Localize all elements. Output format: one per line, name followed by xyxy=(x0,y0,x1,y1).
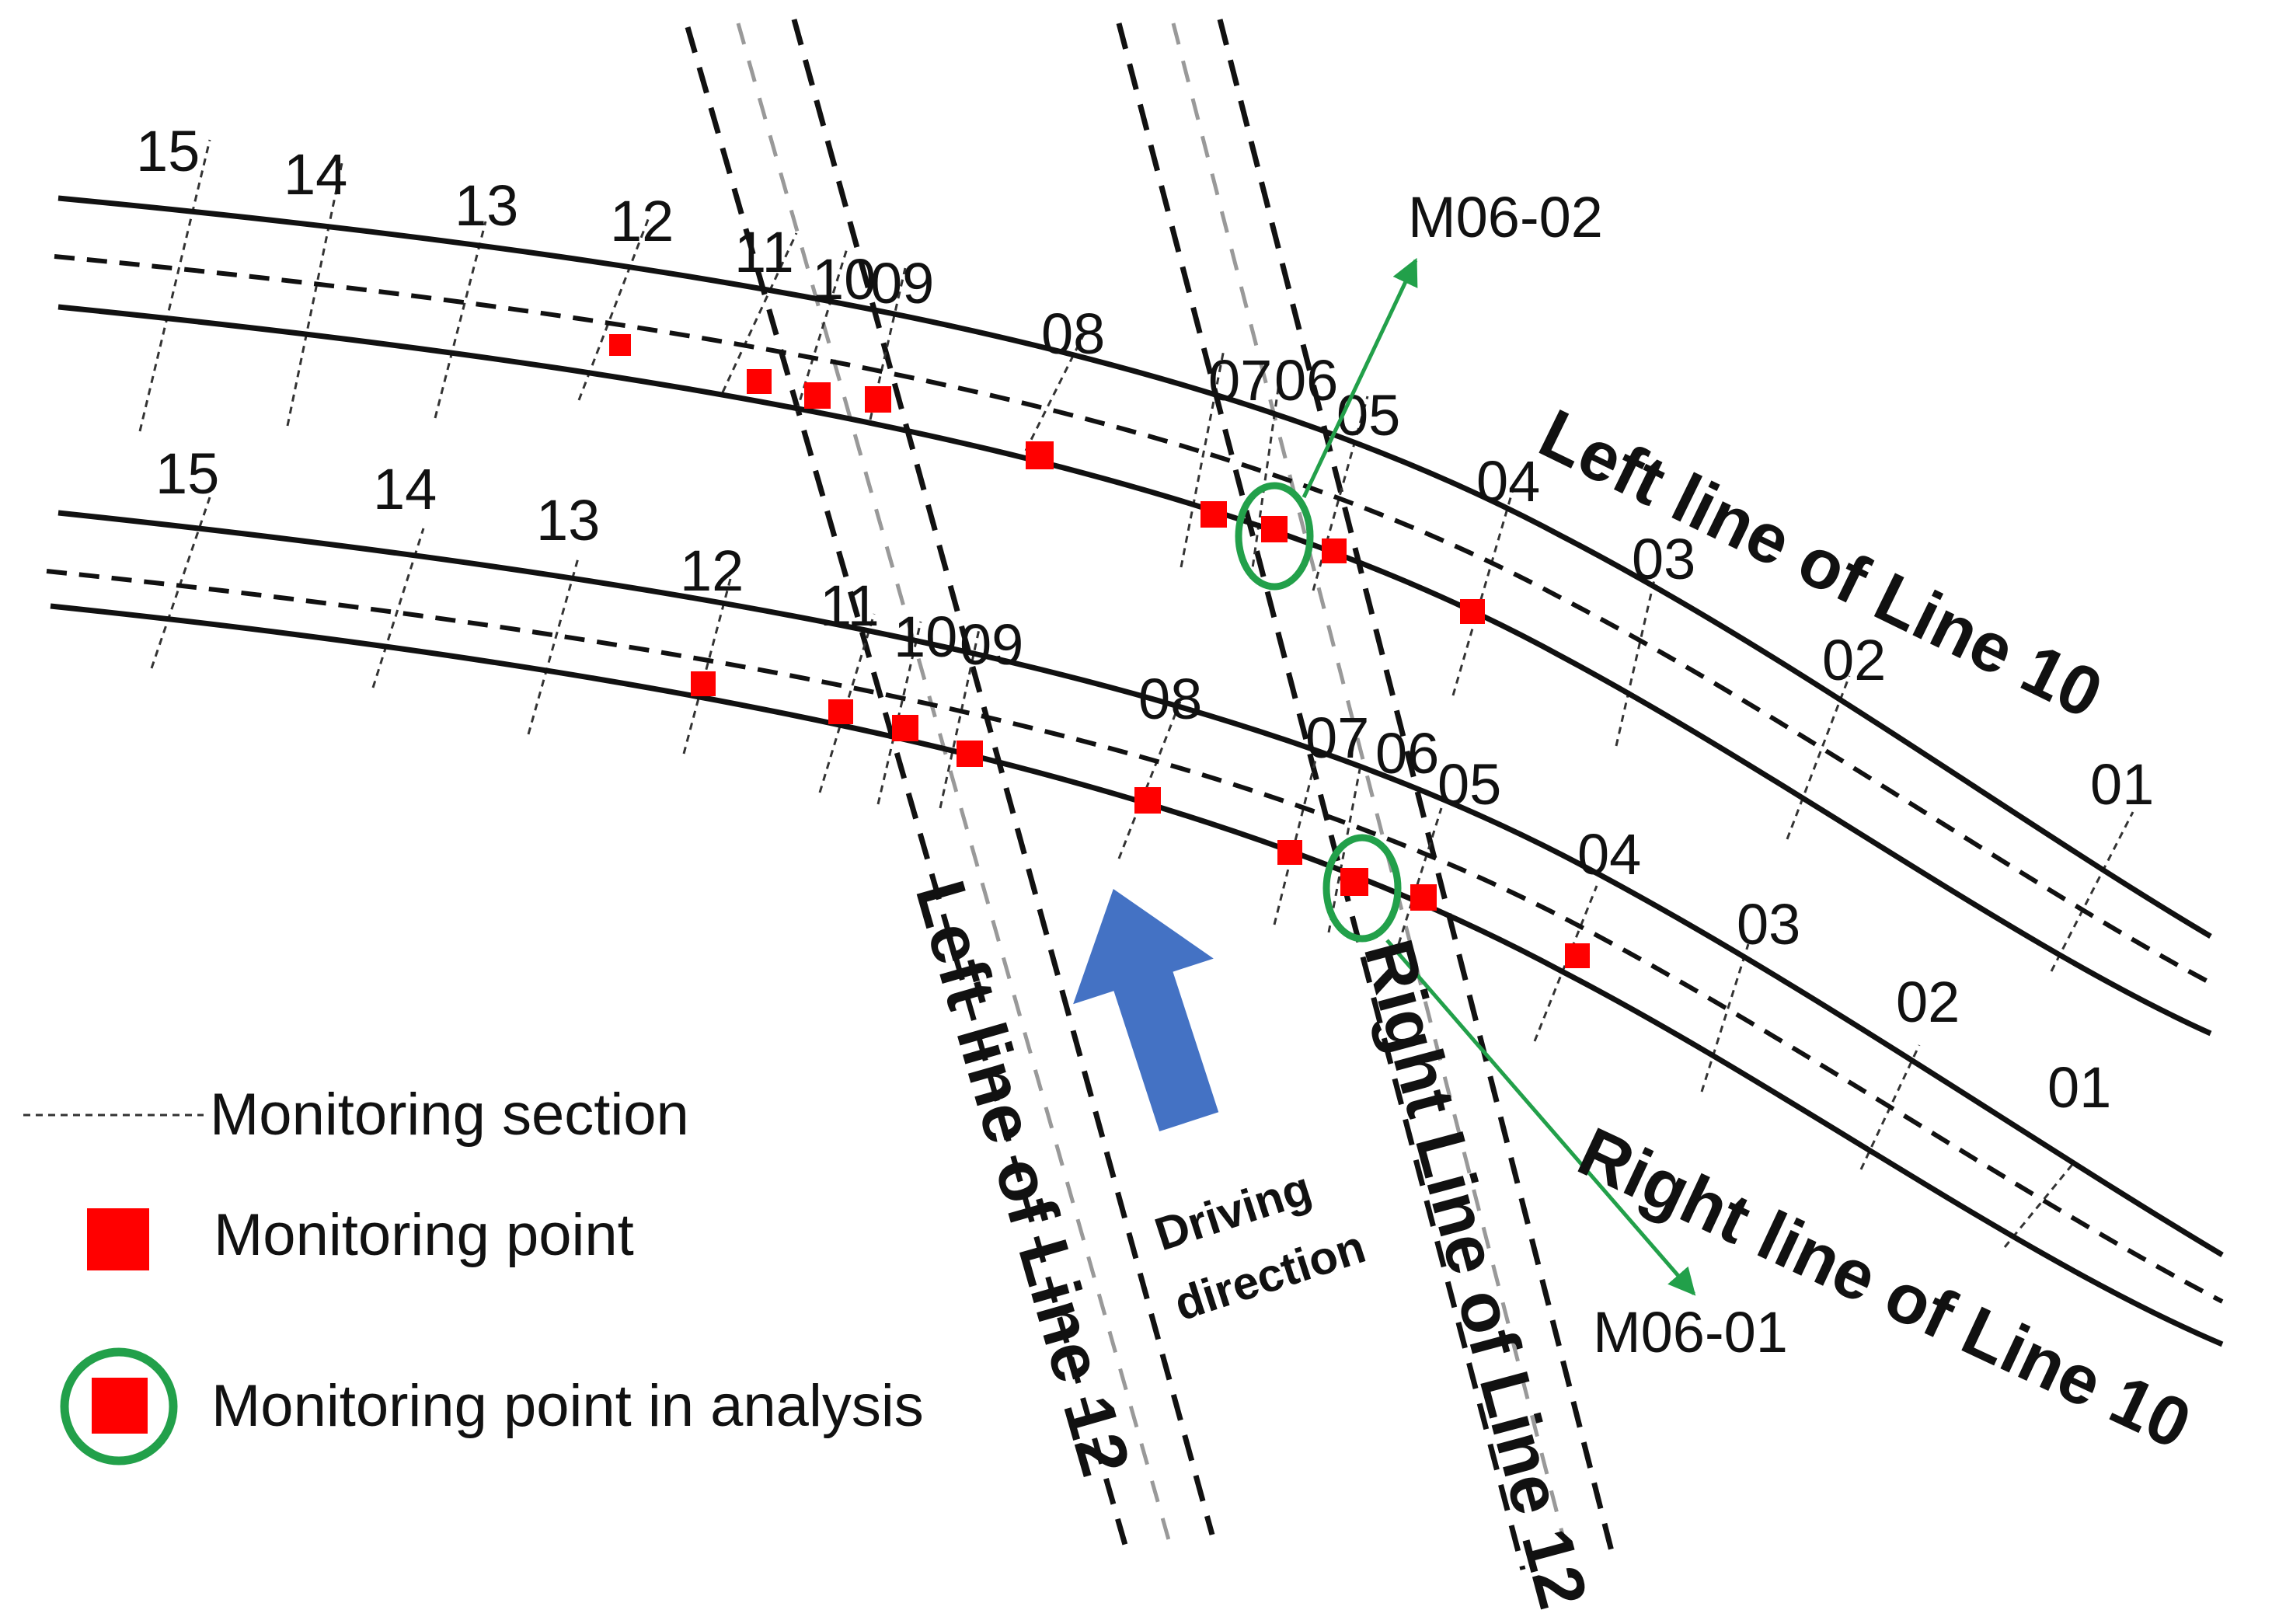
section-label-lower-5: 11 xyxy=(820,573,880,638)
section-label-upper-11: 05 xyxy=(1336,383,1400,448)
red-square-icon xyxy=(87,1208,149,1270)
monitoring-points xyxy=(609,334,1590,968)
legend-analysis-label: Monitoring point in analysis xyxy=(211,1373,924,1439)
monitoring-point-12 xyxy=(892,715,918,741)
section-line-upper-4 xyxy=(577,217,650,401)
monitoring-point-5 xyxy=(1026,441,1054,469)
section-line-lower-13 xyxy=(1700,943,1750,1093)
section-line-lower-9 xyxy=(1273,753,1319,925)
legend: Monitoring section Monitoring point Moni… xyxy=(23,1082,924,1465)
analysis-circle-m06-01 xyxy=(1322,834,1402,943)
section-line-lower-1 xyxy=(150,497,211,669)
section-label-upper-5: 11 xyxy=(734,220,794,284)
monitoring-point-10 xyxy=(691,671,716,696)
section-label-upper-15: 01 xyxy=(2090,752,2154,817)
callout-label-m06-01: M06-01 xyxy=(1593,1300,1788,1364)
monitoring-point-3 xyxy=(804,382,831,409)
section-label-upper-7: 09 xyxy=(870,251,934,315)
monitoring-point-15 xyxy=(1277,840,1302,865)
section-label-upper-3: 13 xyxy=(455,173,518,238)
section-line-upper-12 xyxy=(1451,481,1517,696)
section-label-upper-9: 07 xyxy=(1208,348,1272,413)
monitoring-point-13 xyxy=(957,741,983,767)
monitoring-point-14 xyxy=(1134,787,1161,814)
callout-arrow-m06-02 xyxy=(1302,257,1418,499)
up-arrow-icon xyxy=(1073,889,1219,1131)
line12-right-tunnel xyxy=(1116,19,1615,1570)
section-label-lower-6: 10 xyxy=(894,605,957,669)
section-label-lower-10: 06 xyxy=(1375,721,1439,786)
section-label-upper-14: 02 xyxy=(1822,628,1886,692)
section-label-lower-13: 03 xyxy=(1737,892,1800,957)
analysis-circle-m06-02 xyxy=(1235,482,1314,591)
monitoring-point-16 xyxy=(1340,868,1368,896)
monitoring-sections-lower xyxy=(150,497,2076,1248)
section-line-lower-12 xyxy=(1533,885,1598,1042)
monitoring-point-8 xyxy=(1322,538,1347,563)
section-label-lower-4: 12 xyxy=(680,538,744,603)
section-label-lower-8: 08 xyxy=(1138,667,1202,731)
monitoring-point-2 xyxy=(747,369,772,394)
section-line-lower-3 xyxy=(527,555,580,735)
section-label-upper-8: 08 xyxy=(1041,301,1105,366)
section-label-lower-12: 04 xyxy=(1577,822,1641,887)
section-line-upper-1 xyxy=(138,139,211,432)
section-label-lower-15: 01 xyxy=(2047,1055,2111,1120)
section-line-lower-6 xyxy=(876,621,922,805)
section-label-upper-13: 03 xyxy=(1632,527,1695,591)
section-line-upper-14 xyxy=(1786,675,1851,840)
monitoring-point-18 xyxy=(1565,943,1590,968)
section-label-upper-10: 06 xyxy=(1274,348,1338,413)
section-line-lower-10 xyxy=(1327,768,1361,933)
line12-left-tunnel xyxy=(685,19,1215,1551)
legend-section-label: Monitoring section xyxy=(210,1082,689,1148)
monitoring-point-17 xyxy=(1410,884,1437,911)
section-label-upper-4: 12 xyxy=(610,189,674,253)
callout-arrow-m06-01 xyxy=(1385,939,1696,1296)
section-label-lower-11: 05 xyxy=(1437,752,1501,817)
section-line-lower-15 xyxy=(2003,1161,2076,1248)
tunnel-label-right-line-12: Right Line of Line 12 xyxy=(1349,932,1602,1616)
section-label-lower-7: 09 xyxy=(960,612,1023,677)
section-label-upper-12: 04 xyxy=(1476,449,1540,514)
section-label-lower-3: 13 xyxy=(536,488,600,552)
green-circle-icon xyxy=(60,1347,178,1465)
section-line-upper-8 xyxy=(1024,333,1085,451)
callout-label-m06-02: M06-02 xyxy=(1408,185,1603,249)
section-line-upper-11 xyxy=(1312,396,1369,591)
monitoring-point-7 xyxy=(1261,516,1288,542)
monitoring-point-1 xyxy=(609,334,631,356)
section-label-lower-9: 07 xyxy=(1305,706,1369,770)
section-line-upper-15 xyxy=(2050,811,2134,972)
line10-left-tunnel xyxy=(54,195,2212,1037)
legend-analysis-square xyxy=(92,1378,148,1434)
monitoring-point-4 xyxy=(865,386,891,413)
section-label-upper-1: 15 xyxy=(136,119,200,183)
section-line-lower-8 xyxy=(1117,699,1183,859)
monitoring-point-11 xyxy=(828,699,853,724)
section-line-upper-5 xyxy=(721,232,798,393)
section-label-lower-14: 02 xyxy=(1896,970,1960,1034)
section-line-upper-3 xyxy=(434,221,487,419)
monitoring-point-9 xyxy=(1460,599,1485,624)
monitoring-point-6 xyxy=(1200,501,1227,528)
section-label-upper-6: 10 xyxy=(812,247,876,312)
section-line-lower-11 xyxy=(1397,807,1443,945)
section-label-upper-2: 14 xyxy=(284,142,347,207)
section-line-lower-7 xyxy=(939,629,981,809)
section-line-lower-4 xyxy=(682,578,732,754)
legend-point-label: Monitoring point xyxy=(214,1202,634,1268)
line10-right-tunnel xyxy=(46,510,2224,1347)
section-label-lower-2: 14 xyxy=(373,457,437,521)
section-label-lower-1: 15 xyxy=(155,441,219,506)
